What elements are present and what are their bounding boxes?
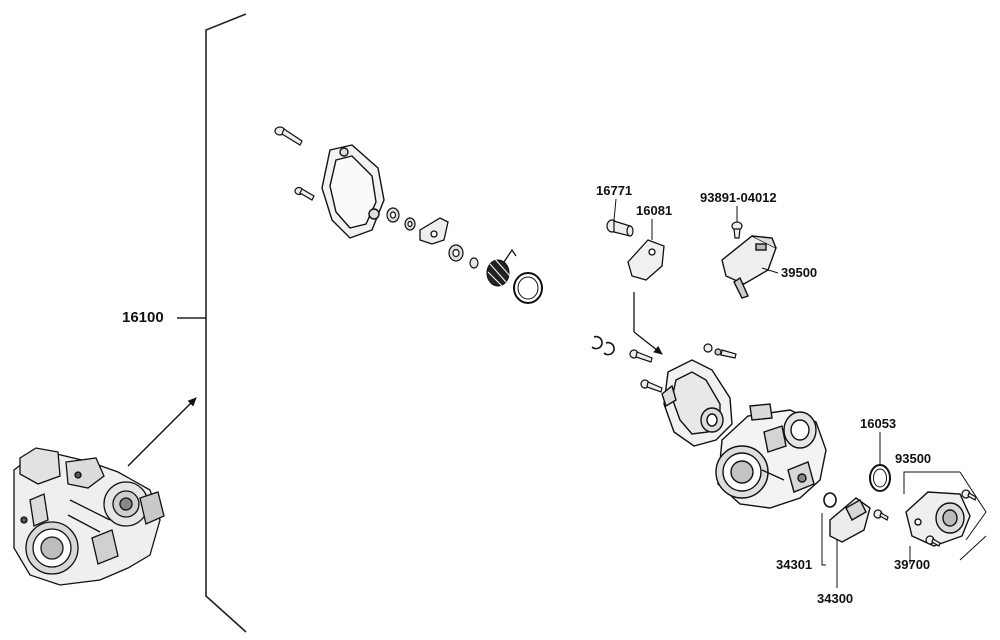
bearing xyxy=(448,244,464,262)
part-label-39700: 39700 xyxy=(894,557,931,572)
screw-93891 xyxy=(731,221,743,239)
screw-right-2 xyxy=(961,489,977,501)
washer-1 xyxy=(386,207,400,223)
small-washer xyxy=(469,257,479,269)
o-ring-34301 xyxy=(823,492,837,508)
circlips xyxy=(591,335,615,356)
sensor-39500 xyxy=(721,235,777,299)
throttle-lever xyxy=(419,217,449,245)
main-throttle-body xyxy=(715,403,827,509)
bracket-assembly-arrow-tail xyxy=(633,331,663,355)
assembly-bracket xyxy=(177,13,247,633)
bolt-lower-left xyxy=(294,186,315,201)
bolt-upper-left xyxy=(274,126,303,146)
o-ring-upper xyxy=(513,272,543,304)
assembly-label: 16100 xyxy=(122,309,164,326)
idle-control-valve-39700 xyxy=(905,491,971,547)
throttle-cover-gasket xyxy=(321,144,385,239)
screw-right-3 xyxy=(925,535,941,547)
assembly-pointer-arrow xyxy=(127,397,197,467)
screw-middle-2 xyxy=(640,379,663,393)
part-label-16771: 16771 xyxy=(596,183,633,198)
screw-upper-right xyxy=(703,343,737,359)
sensor-34300 xyxy=(829,497,871,543)
part-label-39500: 39500 xyxy=(781,265,818,280)
bracket-16081 xyxy=(627,239,665,281)
part-label-34301: 34301 xyxy=(776,557,813,572)
pin-16771 xyxy=(606,219,634,237)
o-ring-16053 xyxy=(869,464,891,492)
part-label-34300: 34300 xyxy=(817,591,854,606)
part-label-16053: 16053 xyxy=(860,416,897,431)
part-label-93500: 93500 xyxy=(895,451,932,466)
part-label-16081: 16081 xyxy=(636,203,673,218)
screw-right-1 xyxy=(873,509,889,521)
leader-lines xyxy=(613,198,987,588)
return-spring xyxy=(486,248,517,289)
washer-2 xyxy=(404,217,416,231)
throttle-housing-cover xyxy=(661,359,733,447)
assembled-throttle-body xyxy=(13,447,165,586)
part-label-93891: 93891-04012 xyxy=(700,190,777,205)
screw-middle-1 xyxy=(629,349,653,363)
